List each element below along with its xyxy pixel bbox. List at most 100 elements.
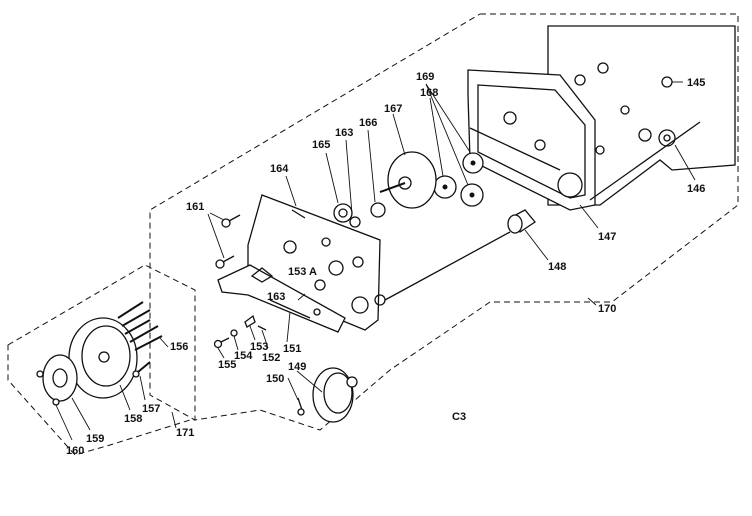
leader-163b [297,293,306,301]
wheel-rim [323,372,353,414]
leader-148 [524,229,549,261]
label-171: 171 [176,427,194,439]
label-168: 168 [420,87,438,99]
leader-157 [139,375,146,401]
bracket-slot [269,299,311,319]
gear-hub [442,184,448,190]
part-146-bushing [658,129,676,147]
label-148: 148 [548,261,566,273]
plate-hole [620,105,630,115]
leader-161b [209,212,225,221]
label-163a: 163 [335,127,353,139]
part-159-disc [42,354,78,402]
gear-shaft [379,182,406,193]
part-153-clip [244,314,256,328]
spacer-end [507,214,523,234]
label-167: 167 [384,103,402,115]
label-163b: 163 [267,291,285,303]
label-151: 151 [283,343,301,355]
axis-line [384,231,511,301]
leader-163a [345,139,353,215]
part-160-screw [52,398,60,406]
washer-bore [338,208,348,218]
part-167-gear [387,151,437,209]
plate-hole [595,145,605,155]
housing-shaft [503,111,517,125]
leader-167 [392,113,406,156]
leader-154 [233,335,239,351]
part-161-screw [215,255,235,269]
plate-hole [283,240,297,254]
bracket-lug [250,267,274,283]
plate-hole [638,128,652,142]
housing-shaft [534,139,546,151]
part-157-screw [132,361,151,378]
leader-161 [207,213,225,259]
part-156-pins [117,301,163,351]
label-153: 153 [250,341,268,353]
part-161-screw [221,214,241,228]
part-164-plate [247,194,381,331]
gear-hub [470,160,476,166]
label-155: 155 [218,359,236,371]
leader-170 [587,297,597,306]
part-155-screw [213,337,230,349]
part-149-wheel [312,367,354,423]
leader-158 [119,384,131,411]
leader-165 [325,152,339,204]
plate-hole [597,62,609,74]
gear-hub [469,192,475,198]
label-152: 152 [262,352,280,364]
label-169: 169 [416,71,434,83]
leader-164 [285,175,297,207]
disc-stud [36,370,44,378]
leader-166 [367,129,376,203]
leader-155 [217,347,225,359]
figure-code: C3 [452,411,466,423]
leader-159 [71,397,91,431]
housing-inner [477,84,586,199]
label-170: 170 [598,303,616,315]
bracket-rivet [313,308,321,316]
plate-slot [291,209,306,219]
leader-160 [55,404,73,441]
leader-169a [425,83,471,153]
assembly-boundary-170 [149,13,739,431]
leader-149 [296,370,323,393]
part-150-pin [297,397,305,416]
leader-152 [261,329,269,349]
label-166: 166 [359,117,377,129]
label-165: 165 [312,139,330,151]
part-154-washer [230,329,238,337]
plate-hole [352,256,364,268]
part-151-bracket [217,264,346,333]
label-164: 164 [270,163,289,175]
leader-146 [674,144,696,181]
label-159: 159 [86,433,104,445]
leader-151 [286,311,291,343]
part-166-bushing [370,202,386,218]
plate-hole [328,260,344,276]
leader-153 [249,325,256,341]
part-145-nut [661,76,673,88]
housing-rib [469,127,561,171]
housing-boss [557,172,583,198]
leader-156 [159,337,169,348]
wheel-hub [346,376,358,388]
disc-hub [52,368,68,388]
label-150: 150 [266,373,284,385]
label-156: 156 [170,341,188,353]
axis-line [589,121,701,201]
label-149: 149 [288,361,306,373]
label-157: 157 [142,403,160,415]
label-153a: 153 A [288,266,317,278]
leader-168 [429,97,444,177]
part-152-pin [257,325,267,331]
handwheel-hub [98,351,110,363]
part-163-spacer [349,216,361,228]
bushing-bore [663,134,671,142]
part-165-washer [333,203,353,223]
leader-169b [425,83,469,186]
label-145: 145 [687,77,705,89]
